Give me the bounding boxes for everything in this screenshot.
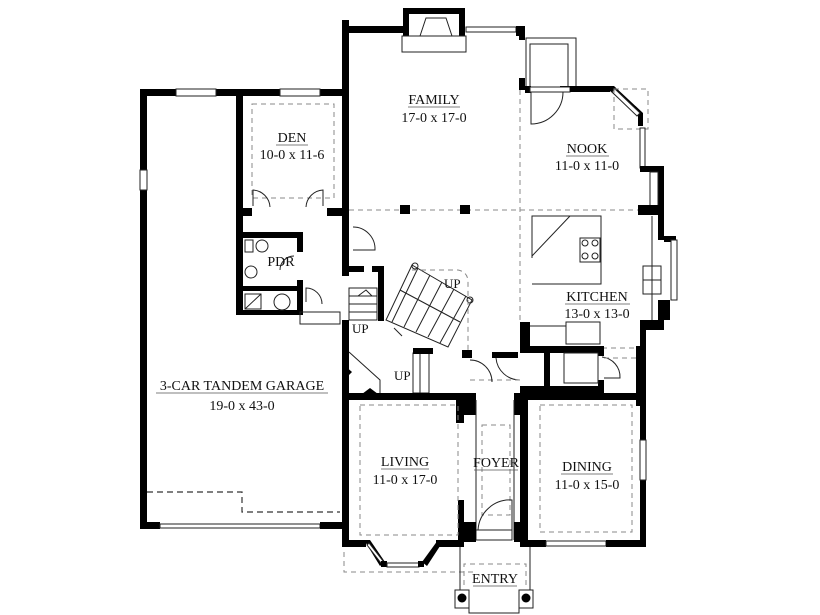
svg-text:11-0 x 15-0: 11-0 x 15-0 [555,478,620,493]
pantry-walls [470,346,646,406]
label-dining: DINING 11-0 x 15-0 [555,460,620,493]
stairs [342,216,493,400]
den-walls [236,20,349,216]
svg-text:11-0 x 17-0: 11-0 x 17-0 [373,473,438,488]
living-walls [342,393,474,573]
stair-up-label-1: UP [444,276,461,291]
svg-text:KITCHEN: KITCHEN [566,290,627,305]
pdr-walls [236,215,341,325]
nook-walls [525,86,664,216]
entry-porch [454,547,534,614]
dining-walls [520,393,647,547]
svg-text:DEN: DEN [278,131,307,146]
svg-text:FAMILY: FAMILY [408,93,459,108]
label-den: DEN 10-0 x 11-6 [260,131,325,163]
label-nook: NOOK 11-0 x 11-0 [555,142,619,174]
svg-text:11-0 x 11-0: 11-0 x 11-0 [555,159,619,174]
room-labels: FAMILY 17-0 x 17-0 NOOK 11-0 x 11-0 DEN … [156,93,630,587]
svg-text:LIVING: LIVING [381,455,429,470]
label-pdr: PDR [267,255,295,270]
kitchen-walls [520,210,678,360]
svg-text:13-0 x 13-0: 13-0 x 13-0 [564,307,629,322]
svg-text:19-0 x 43-0: 19-0 x 43-0 [209,399,274,414]
svg-text:FOYER: FOYER [473,456,520,471]
svg-text:17-0 x 17-0: 17-0 x 17-0 [401,111,466,126]
label-foyer: FOYER [473,456,520,471]
garage-walls [139,88,347,529]
svg-text:NOOK: NOOK [567,142,607,157]
label-entry: ENTRY [472,572,518,587]
stair-up-label-3: UP [394,368,411,383]
svg-text:PDR: PDR [267,255,295,270]
label-kitchen: KITCHEN 13-0 x 13-0 [564,290,630,322]
label-garage: 3-CAR TANDEM GARAGE 19-0 x 43-0 [156,379,328,414]
svg-text:DINING: DINING [562,460,612,475]
label-living: LIVING 11-0 x 17-0 [373,455,438,488]
stair-up-label-2: UP [352,321,369,336]
svg-text:ENTRY: ENTRY [472,572,518,587]
svg-text:10-0 x 11-6: 10-0 x 11-6 [260,148,325,163]
svg-text:3-CAR TANDEM GARAGE: 3-CAR TANDEM GARAGE [160,379,324,394]
label-family: FAMILY 17-0 x 17-0 [401,93,466,126]
